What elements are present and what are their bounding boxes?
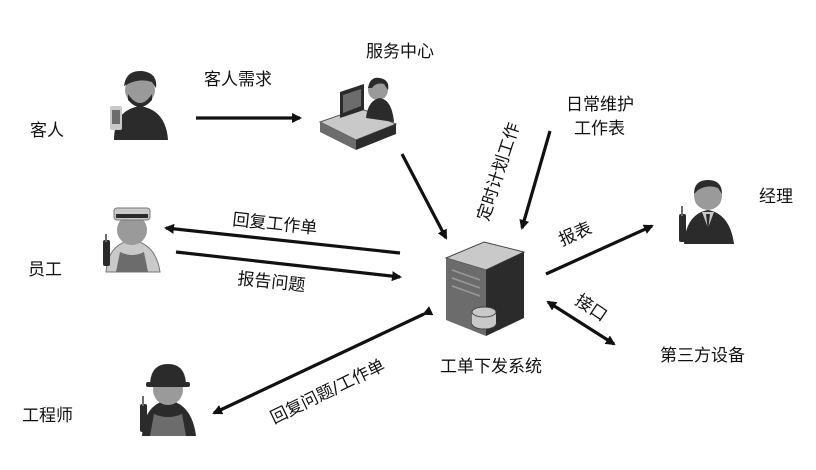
manager-figure [679,180,734,244]
label-customer: 客人 [30,121,64,141]
arrow-report-issue [175,250,402,282]
arrow-reply-work-order [164,223,401,255]
label-third-party: 第三方设备 [660,346,745,366]
label-service-center: 服务中心 [366,42,434,62]
employee-figure [103,207,161,273]
arrow-maintenance-to-system [519,130,552,230]
customer-figure [110,70,168,140]
label-maintenance-line2: 工作表 [574,119,625,139]
arrow-report-form [545,224,654,276]
arrow-reply-issue [212,306,434,415]
arrow-service-to-system [400,153,448,240]
server-icon [444,241,526,336]
label-report-form: 报表 [556,218,595,250]
label-customer-request: 客人需求 [204,70,272,90]
label-system: 工单下发系统 [440,357,542,377]
label-maintenance-line1: 日常维护 [566,95,634,115]
engineer-figure [140,364,196,436]
service-center-figure [318,77,398,150]
label-report-issue: 报告问题 [236,269,306,296]
label-reply-work-order: 回复工作单 [231,210,318,239]
arrow-interface [546,300,616,346]
label-engineer: 工程师 [22,406,73,426]
label-reply-issue-order: 回复问题/工作单 [267,356,388,429]
label-manager: 经理 [759,187,793,207]
label-employee: 员工 [28,260,62,280]
label-scheduled-work: 定时计划工作 [474,120,525,223]
